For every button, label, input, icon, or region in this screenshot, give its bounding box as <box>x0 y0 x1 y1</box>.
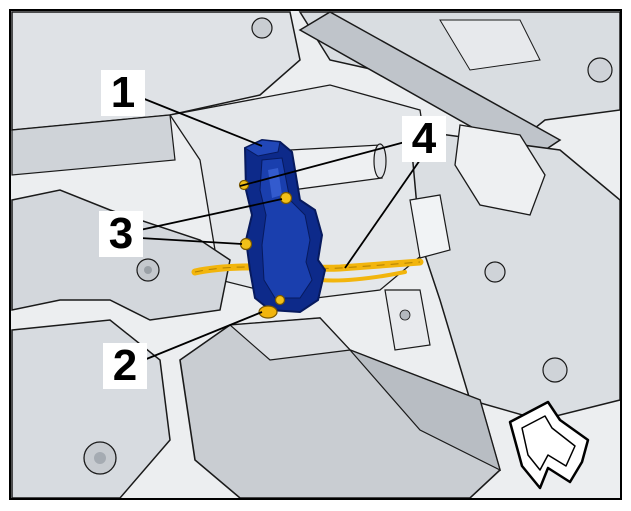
actuator-screw-lower <box>239 237 253 251</box>
right-bolt-lower <box>542 357 568 383</box>
tab-hole <box>399 309 411 321</box>
housing-screw <box>251 17 273 39</box>
leader-line-3a <box>139 198 283 231</box>
upper-right-bolt <box>587 57 613 83</box>
callout-3: 3 <box>99 211 143 257</box>
callout-2: 2 <box>103 343 147 389</box>
shaft-end <box>373 143 387 179</box>
callout-4: 4 <box>402 116 446 162</box>
upper-right-detail <box>439 19 541 71</box>
right-lower-tab <box>384 289 431 351</box>
actuator-connector <box>258 305 278 319</box>
lower-left-bolt-center <box>94 452 106 464</box>
front-cover-right <box>349 349 501 472</box>
actuator-screw-upper <box>279 191 293 205</box>
actuator-top <box>243 139 281 157</box>
leader-line-1 <box>141 97 263 147</box>
leader-line-4a <box>239 141 406 187</box>
right-connector-block <box>454 124 546 216</box>
diagonal-strut <box>298 11 562 161</box>
wire-harness-branch <box>318 270 407 283</box>
right-clip <box>409 194 451 259</box>
leader-line-3b <box>139 237 243 245</box>
callout-1: 1 <box>101 70 145 116</box>
central-frame <box>168 84 441 301</box>
figure-frame <box>9 9 622 500</box>
left-bracket-bolt-hole <box>144 266 152 274</box>
direction-arrow-icon <box>508 400 590 490</box>
leader-line-2 <box>143 311 263 361</box>
right-bolt-upper <box>484 261 506 283</box>
wire-harness-main-shade <box>194 261 421 273</box>
actuator-screw-bottom <box>274 294 286 306</box>
upper-left-housing-edge <box>11 114 176 176</box>
leader-line-4b <box>344 159 421 269</box>
